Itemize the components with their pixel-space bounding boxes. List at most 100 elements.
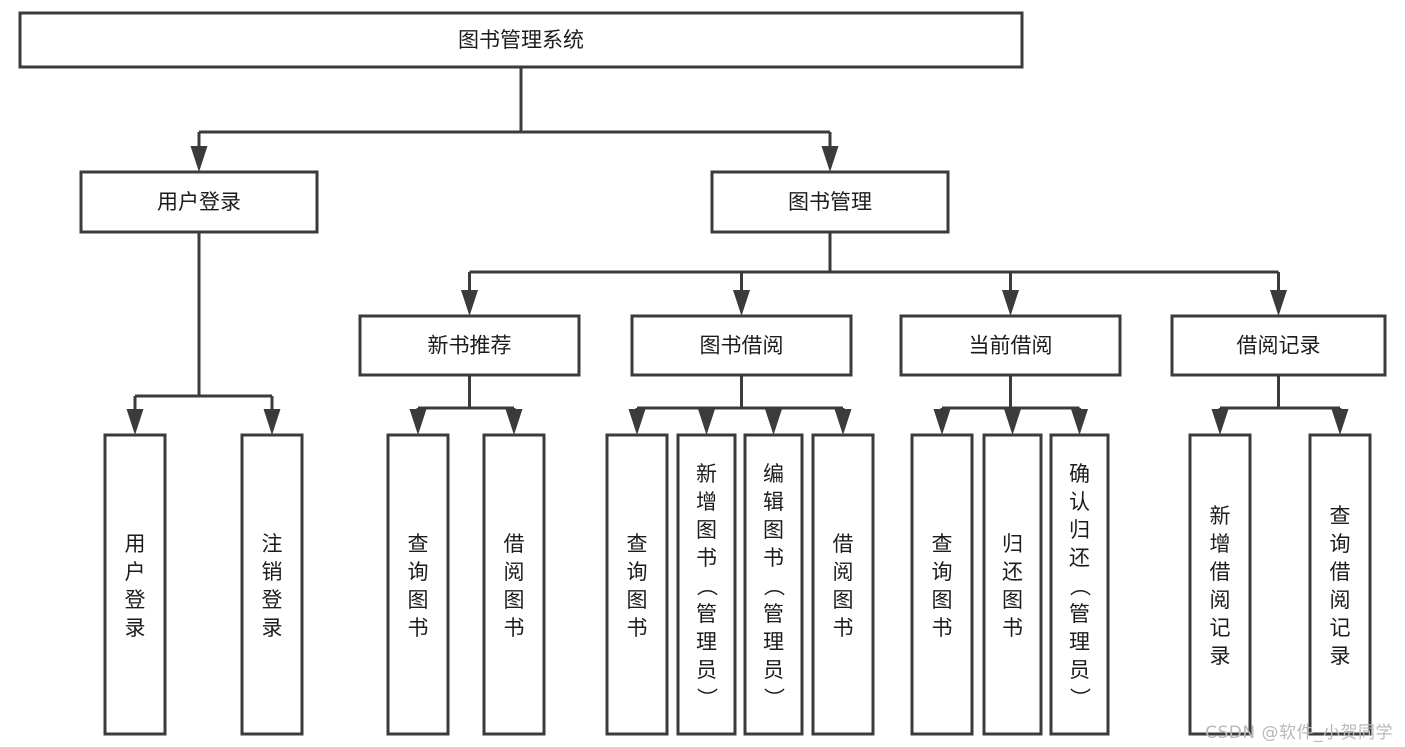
node-label-char: 新 <box>696 462 717 486</box>
node-label-char: 管 <box>696 602 717 626</box>
node-label: 图书借阅 <box>700 334 784 358</box>
node-label: 图书管理 <box>788 190 872 214</box>
arrow-head-icon <box>1002 290 1019 316</box>
node-label-char: 员 <box>1069 658 1090 682</box>
node-current-borrow[interactable]: 当前借阅 <box>899 314 1122 377</box>
node-box <box>605 433 669 736</box>
csdn-watermark: CSDN @软件_小贺同学 <box>1205 723 1393 743</box>
node-new-book-recommend[interactable]: 新书推荐 <box>358 314 581 377</box>
node-box <box>743 433 804 736</box>
node-label-char: 确 <box>1069 462 1090 486</box>
node-label-char: 书 <box>833 616 854 640</box>
node-label-char: 书 <box>932 616 953 640</box>
node-label-char: ） <box>1068 687 1092 708</box>
node-label-char: （ <box>1068 575 1092 596</box>
node-label-char: 新 <box>1210 504 1231 528</box>
node-label-char: 借 <box>1330 560 1351 584</box>
node-label-char: 理 <box>763 630 784 654</box>
node-label-char: 归 <box>1069 518 1090 542</box>
node-label-char: 询 <box>627 560 648 584</box>
arrow-head-icon <box>1211 409 1229 435</box>
node-label-char: 图 <box>696 518 717 542</box>
arrow-head-icon <box>263 409 281 435</box>
arrow-head-icon <box>505 409 523 435</box>
node-label-char: 借 <box>833 532 854 556</box>
node-user-login[interactable]: 用户登录 <box>79 170 319 234</box>
node-label-char: 询 <box>1330 532 1351 556</box>
node-label-char: 图 <box>932 588 953 612</box>
node-label-char: 增 <box>1210 532 1231 556</box>
node-label-char: 录 <box>262 616 283 640</box>
node-label-char: 员 <box>696 658 717 682</box>
node-label: 借阅记录 <box>1237 334 1321 358</box>
node-label-char: 图 <box>408 588 429 612</box>
node-label-char: 查 <box>1330 504 1351 528</box>
node-label-char: 理 <box>1069 630 1090 654</box>
node-label-char: 查 <box>932 532 953 556</box>
node-borrow-record[interactable]: 借阅记录 <box>1170 314 1387 377</box>
arrow-head-icon <box>698 409 715 435</box>
node-label-char: 用 <box>125 532 146 556</box>
node-box <box>482 433 546 736</box>
node-label-char: 录 <box>1330 644 1351 668</box>
node-box <box>240 433 304 736</box>
node-label-char: 书 <box>696 546 717 570</box>
node-box <box>630 314 853 377</box>
node-label: 新书推荐 <box>428 334 512 358</box>
arrow-head-icon <box>1004 409 1021 435</box>
node-label-char: （ <box>762 575 786 596</box>
arrow-head-icon <box>765 409 782 435</box>
node-label-char: 户 <box>125 560 146 584</box>
node-label-char: ） <box>695 687 719 708</box>
node-book-manage[interactable]: 图书管理 <box>710 170 950 234</box>
node-label-char: 查 <box>627 532 648 556</box>
node-label-char: 图 <box>627 588 648 612</box>
node-label-char: 查 <box>408 532 429 556</box>
node-box <box>811 433 875 736</box>
node-label-char: 登 <box>262 588 283 612</box>
node-leaf-user-login[interactable]: 用户登录 <box>103 433 167 736</box>
node-label-char: 员 <box>763 658 784 682</box>
node-label-char: 阅 <box>1330 588 1351 612</box>
node-box <box>910 433 974 736</box>
arrow-head-icon <box>461 290 478 316</box>
node-label: 图书管理系统 <box>458 28 584 52</box>
node-box <box>103 433 167 736</box>
node-label-char: 阅 <box>1210 588 1231 612</box>
arrow-head-icon <box>628 409 646 435</box>
arrow-head-icon <box>1071 409 1088 435</box>
node-box <box>899 314 1122 377</box>
node-box <box>1188 433 1252 736</box>
node-box <box>1308 433 1372 736</box>
node-box <box>1049 433 1110 736</box>
node-box <box>79 170 319 234</box>
node-book-borrow[interactable]: 图书借阅 <box>630 314 853 377</box>
node-label: 用户登录 <box>157 190 241 214</box>
node-label-char: 编 <box>763 462 784 486</box>
arrow-head-icon <box>733 290 750 316</box>
node-label-char: 还 <box>1069 546 1090 570</box>
edges-layer <box>126 67 1349 435</box>
node-root[interactable]: 图书管理系统 <box>18 11 1024 69</box>
node-label-char: 增 <box>696 490 717 514</box>
node-box <box>676 433 737 736</box>
node-label-char: 录 <box>1210 644 1231 668</box>
arrow-head-icon <box>933 409 951 435</box>
node-label-char: 认 <box>1069 490 1090 514</box>
node-box <box>1170 314 1387 377</box>
node-label-char: 还 <box>1002 560 1023 584</box>
node-label-char: （ <box>695 575 719 596</box>
